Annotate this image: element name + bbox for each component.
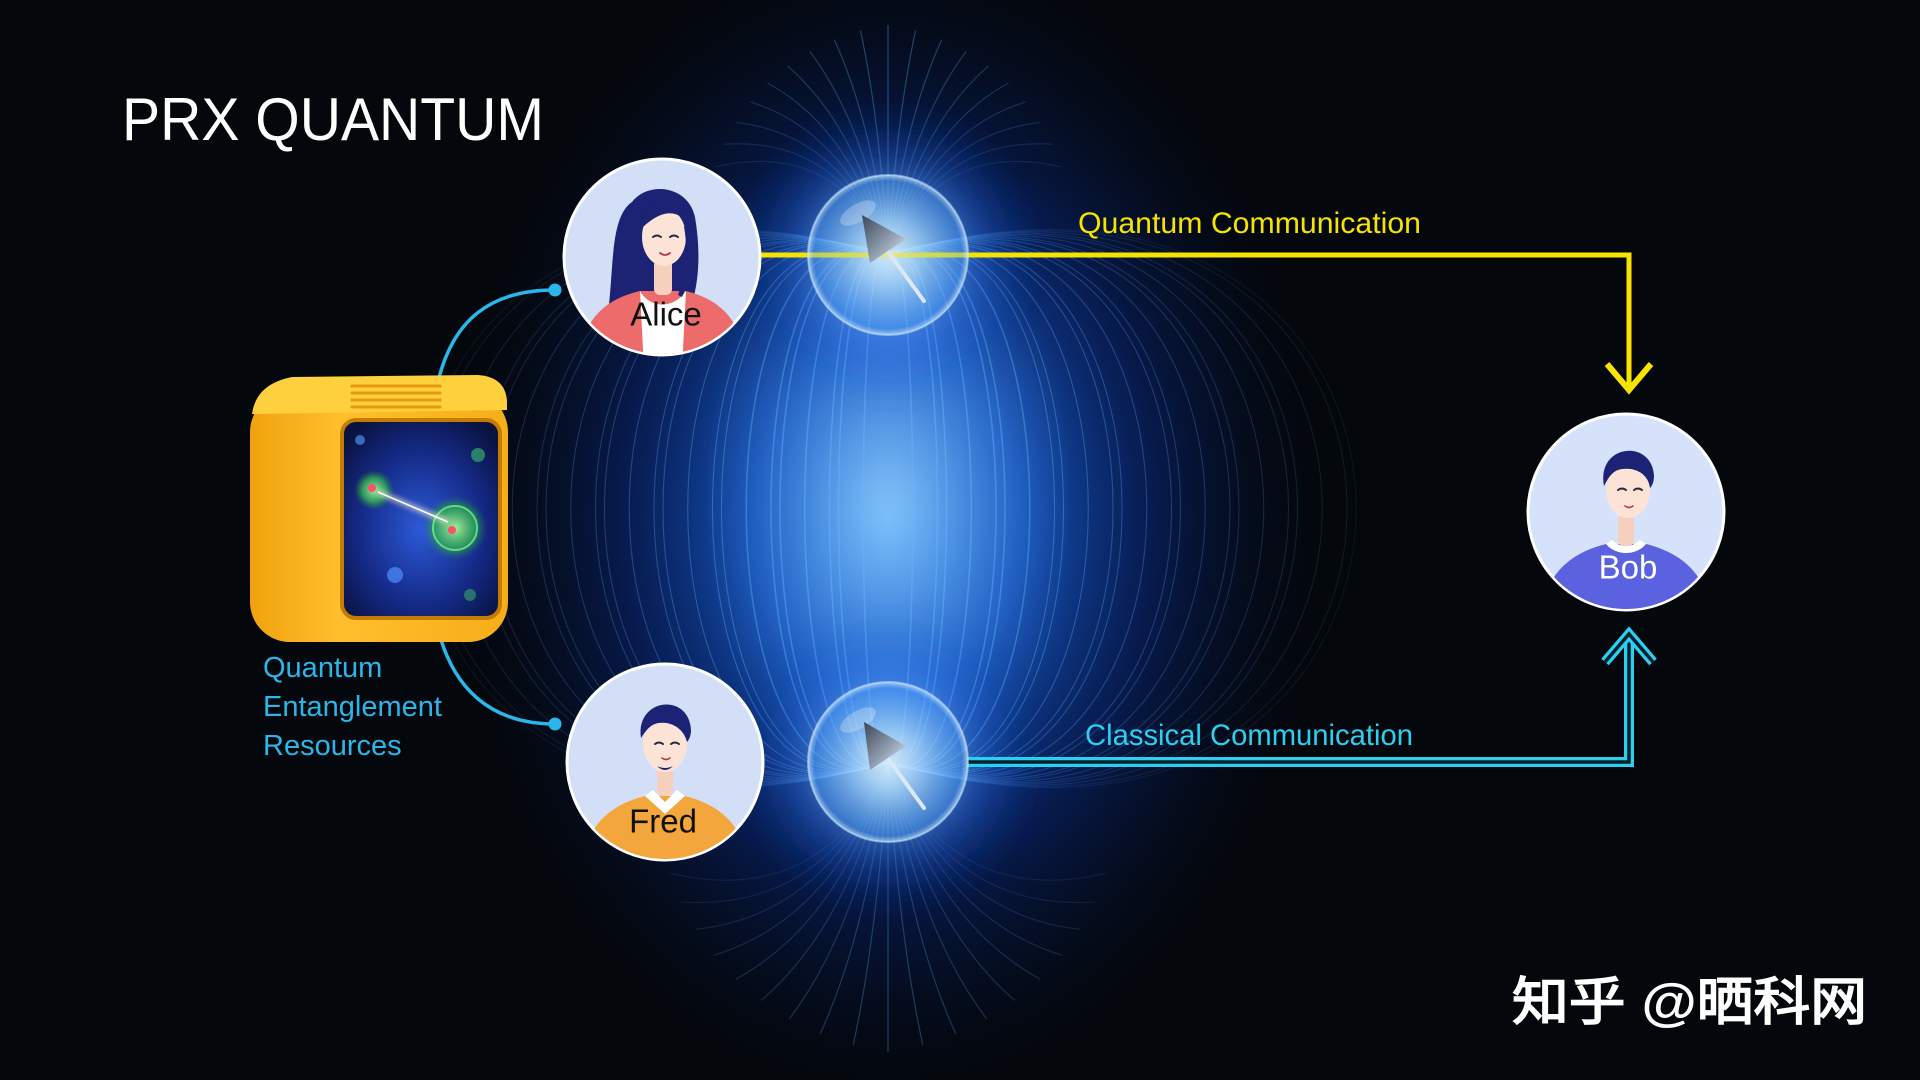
- screen-particle-red-2: [448, 526, 456, 534]
- alice-mouth: [659, 252, 671, 256]
- fred-hair: [640, 704, 691, 742]
- alice-face: [642, 208, 686, 266]
- screen-particle-small-2: [471, 448, 485, 462]
- screen-entanglement-beam-core: [377, 491, 449, 523]
- bob-undershirt: [1606, 540, 1646, 553]
- qubit-spin-axis: [884, 754, 926, 810]
- device-vent: [350, 384, 442, 409]
- field-line: [887, 238, 1206, 779]
- quantum-channel-arrowhead: [1604, 362, 1654, 395]
- classical-channel-arrowhead-inner: [1603, 631, 1655, 664]
- alice-neck: [654, 259, 672, 295]
- bob-neck: [1618, 514, 1634, 546]
- field-line: [887, 230, 1348, 787]
- field-line: [887, 236, 1240, 781]
- classical-channel-label: Classical Communication: [1085, 719, 1413, 752]
- qubit-spin-axis: [884, 247, 926, 303]
- qubit-spin-cone: [864, 722, 906, 770]
- entanglement-link-alice-dot: [548, 283, 562, 297]
- device-screen: [340, 418, 502, 620]
- alice-hair-strand: [678, 223, 692, 297]
- alice-eyes: [652, 234, 679, 238]
- spin-qubit-icon-alice: [807, 174, 969, 336]
- field-line: [887, 232, 1298, 785]
- fred-eyes: [654, 741, 680, 745]
- classical-channel-line-inner: [967, 642, 1631, 764]
- field-line: [887, 237, 1231, 780]
- qubit-highlight: [840, 200, 876, 226]
- bob-hair: [1603, 450, 1654, 488]
- screen-particle-ring: [432, 505, 478, 551]
- entanglement-device-icon: [250, 375, 508, 642]
- field-line: [887, 233, 1289, 784]
- alice-top: [640, 291, 686, 354]
- bob-label: Bob: [1599, 549, 1658, 586]
- fred-collar: [645, 790, 685, 814]
- fred-label: Fred: [629, 803, 697, 840]
- fred-beard: [657, 766, 673, 770]
- quantum-channel-label: Quantum Communication: [1078, 207, 1421, 240]
- source-label-line-3: Resources: [263, 730, 402, 762]
- field-line: [887, 235, 1265, 782]
- alice-bangs: [638, 203, 689, 231]
- alice-label: Alice: [630, 296, 702, 333]
- spin-qubit-icon-fred: [807, 681, 969, 843]
- qubit-highlight: [840, 707, 876, 733]
- screen-particle-small-3: [355, 435, 365, 445]
- bob-mouth: [1624, 505, 1634, 509]
- bob-eyes: [1617, 487, 1643, 491]
- field-line: [887, 231, 1323, 786]
- quantum-channel-line: [760, 252, 1632, 386]
- fred-neck: [657, 766, 673, 796]
- screen-particle-small-1: [387, 567, 403, 583]
- page-title: PRX QUANTUM: [122, 86, 544, 153]
- bob-face: [1606, 462, 1650, 518]
- source-label-line-2: Entanglement: [263, 691, 442, 723]
- source-label-line-1: Quantum: [263, 652, 382, 684]
- fred-face: [643, 716, 687, 772]
- watermark: 知乎 @晒科网: [1512, 974, 1867, 1032]
- entanglement-link-fred-dot: [548, 717, 562, 731]
- field-line: [887, 229, 1357, 788]
- entanglement-link-fred: [435, 624, 556, 726]
- qubit-spin-cone: [862, 215, 906, 263]
- screen-particle-small-4: [464, 589, 476, 601]
- screen-particle-red: [368, 484, 376, 492]
- fred-mouth: [661, 757, 671, 761]
- entanglement-link-alice: [435, 288, 556, 387]
